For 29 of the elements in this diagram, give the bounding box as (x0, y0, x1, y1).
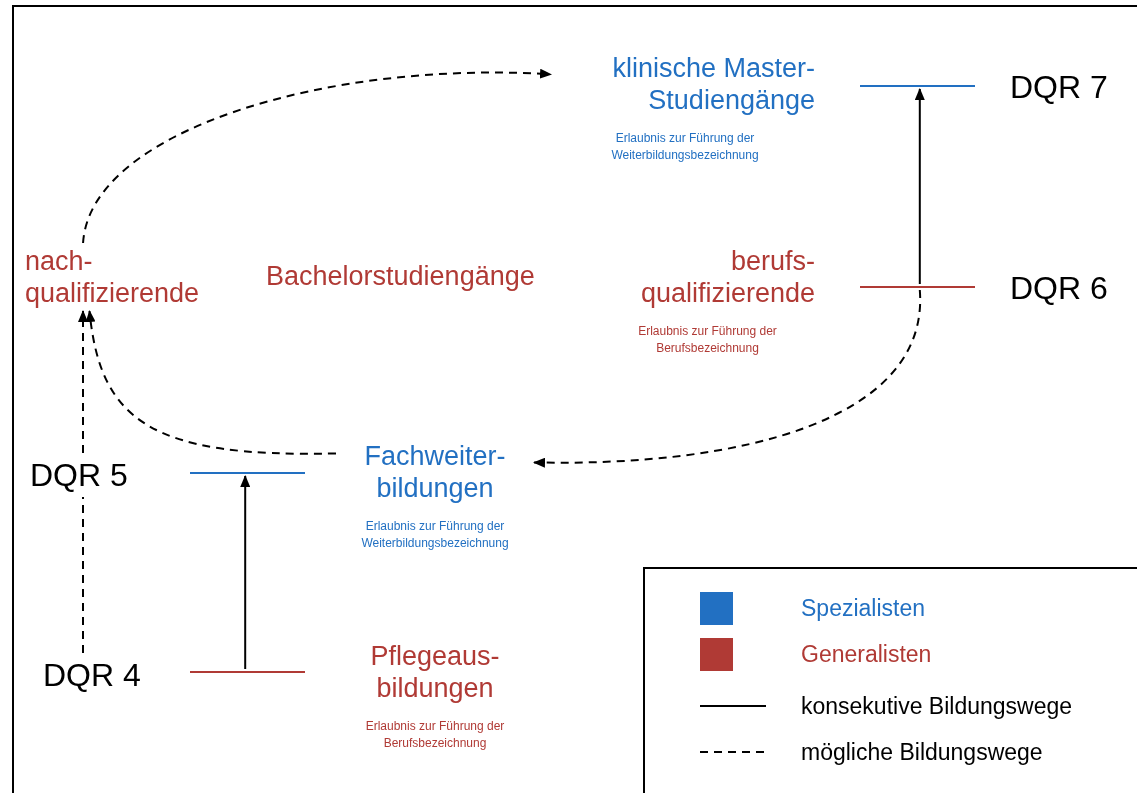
legend-label: Spezialisten (801, 594, 926, 622)
legend-label: konsekutive Bildungswege (801, 692, 1073, 720)
program-title: klinische Master- Studiengänge (611, 52, 815, 116)
legend-label: Generalisten (801, 640, 932, 668)
level-label: DQR 4 (43, 656, 141, 695)
level-line (190, 671, 305, 673)
arrow (82, 69, 552, 244)
program-note: Erlaubnis zur Führung der Berufsbezeichnung (365, 718, 505, 752)
arrow (914, 88, 925, 285)
arrow (78, 310, 88, 454)
program-title: Bachelorstudiengänge (266, 260, 535, 292)
connector-line (82, 496, 84, 654)
program-note: Erlaubnis zur Führung der Berufsbezeichnung (637, 323, 778, 357)
level-label: DQR 6 (1010, 269, 1108, 308)
program-title: nach- qualifizierende (25, 245, 201, 309)
arrow (533, 289, 921, 468)
program-title: Pflegeaus- bildungen (369, 640, 501, 704)
arrow (240, 475, 251, 670)
level-label: DQR 5 (30, 456, 128, 495)
program-title: berufs- qualifizierende (639, 245, 815, 309)
program-note: Erlaubnis zur Führung der Weiterbildungsbezeichnung (360, 518, 510, 552)
program-title: Fachweiter- bildungen (363, 440, 507, 504)
legend-label: mögliche Bildungswege (801, 738, 1043, 766)
level-line (860, 85, 975, 87)
arrow (86, 310, 337, 455)
level-label: DQR 7 (1010, 68, 1108, 107)
level-line (190, 472, 305, 474)
level-line (860, 286, 975, 288)
program-note: Erlaubnis zur Führung der Weiterbildungsbezeichnung (610, 130, 760, 164)
